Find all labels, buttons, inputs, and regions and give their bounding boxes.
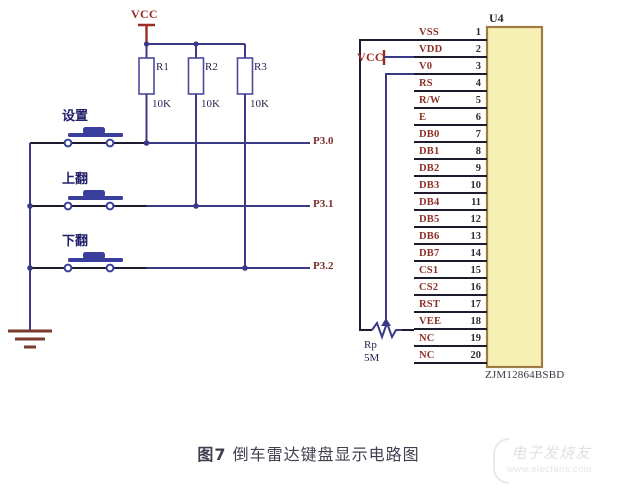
ic-pin-number-13: 13: [470, 231, 482, 242]
ic-pin-name-db6-13: DB6: [419, 231, 440, 242]
ic-pin-name-db1-8: DB1: [419, 146, 440, 157]
potentiometer-value: 5M: [364, 352, 380, 364]
vcc-power-symbol: [138, 23, 155, 44]
ic-pin-number-8: 8: [475, 146, 481, 157]
port-label-p30: P3.0: [313, 135, 334, 147]
ic-pin-name-nc-20: NC: [419, 350, 435, 361]
ic-pin-name-rw-5: R/W: [419, 95, 441, 106]
resistor-r3: [236, 44, 254, 268]
figure-number: 图7: [197, 445, 227, 464]
ic-designator-u4: U4: [489, 11, 504, 25]
junction-dot: [143, 140, 150, 146]
resistor-value-r3: 10K: [250, 98, 269, 110]
ic-pin-name-db5-12: DB5: [419, 214, 440, 225]
ic-pin-number-15: 15: [470, 265, 482, 276]
vcc-label-lcd: VCC: [357, 50, 384, 64]
figure-caption-text: 倒车雷达键盘显示电路图: [232, 445, 420, 464]
pushbutton-sw3[interactable]: [63, 252, 123, 273]
ic-pin-name-db0-7: DB0: [419, 129, 440, 140]
ic-pin-number-5: 5: [475, 95, 481, 106]
ic-pin-name-vss-1: VSS: [419, 27, 439, 38]
ic-pin-leads: [414, 39, 487, 364]
ic-pin-name-vee-18: VEE: [419, 316, 442, 327]
ic-body-u4: [485, 25, 544, 369]
ic-pin-number-4: 4: [475, 78, 481, 89]
ic-pin-number-6: 6: [475, 112, 481, 123]
potentiometer-ref: Rp: [364, 339, 377, 351]
ic-pin-number-7: 7: [475, 129, 481, 140]
switch-label-page-down: 下翻: [62, 234, 89, 249]
switch-label-page-up: 上翻: [62, 172, 89, 187]
ic-pin-number-14: 14: [470, 248, 482, 259]
net-vss-to-rp: [359, 39, 414, 331]
junction-dot: [27, 265, 33, 271]
switch-label-set: 设置: [62, 109, 89, 124]
figure-caption: 图7 倒车雷达键盘显示电路图: [0, 441, 617, 465]
ic-pin-number-16: 16: [470, 282, 482, 293]
port-label-p32: P3.2: [313, 260, 334, 272]
ic-pin-name-rst-17: RST: [419, 299, 441, 310]
resistor-value-r1: 10K: [152, 98, 171, 110]
ic-pin-number-2: 2: [475, 44, 481, 55]
vcc-lcd-power-symbol: [382, 50, 414, 65]
ic-pin-number-19: 19: [470, 333, 482, 344]
ic-pin-name-e-6: E: [419, 112, 427, 123]
pushbutton-sw2[interactable]: [63, 190, 123, 211]
pushbutton-sw1[interactable]: [63, 127, 123, 148]
ic-pin-number-9: 9: [475, 163, 481, 174]
ic-pin-name-db7-14: DB7: [419, 248, 440, 259]
ic-pin-name-nc-19: NC: [419, 333, 435, 344]
ic-part-number: ZJM12864BSBD: [485, 369, 565, 381]
junction-dot: [27, 203, 33, 209]
ic-pin-number-12: 12: [470, 214, 482, 225]
net-v0-to-rp-wiper: [385, 73, 414, 322]
ic-pin-name-db3-10: DB3: [419, 180, 440, 191]
ground-symbol: [8, 329, 52, 349]
port-label-p31: P3.1: [313, 198, 334, 210]
ic-pin-name-rs-4: RS: [419, 78, 433, 89]
ic-pin-name-db4-11: DB4: [419, 197, 440, 208]
ic-pin-number-10: 10: [470, 180, 482, 191]
ic-pin-name-vdd-2: VDD: [419, 44, 443, 55]
ic-pin-name-db2-9: DB2: [419, 163, 440, 174]
ic-pin-name-cs2-16: CS2: [419, 282, 439, 293]
ic-pin-number-18: 18: [470, 316, 482, 327]
ic-pin-number-3: 3: [475, 61, 481, 72]
ic-pin-name-cs1-15: CS1: [419, 265, 439, 276]
resistor-ref-r3: R3: [254, 61, 267, 73]
resistor-value-r2: 10K: [201, 98, 220, 110]
resistor-r1: [138, 44, 155, 143]
ic-pin-number-20: 20: [470, 350, 482, 361]
junction-dot: [193, 203, 199, 209]
resistor-ref-r2: R2: [205, 61, 218, 73]
vcc-label-left: VCC: [131, 7, 158, 21]
resistor-r2: [187, 44, 205, 206]
resistor-ref-r1: R1: [156, 61, 169, 73]
ic-pin-number-17: 17: [470, 299, 482, 310]
ic-pin-number-1: 1: [475, 27, 481, 38]
potentiometer-rp: [371, 318, 414, 340]
ic-pin-name-v0-3: V0: [419, 61, 433, 72]
junction-dot: [242, 265, 248, 271]
ic-pin-number-11: 11: [471, 197, 481, 208]
